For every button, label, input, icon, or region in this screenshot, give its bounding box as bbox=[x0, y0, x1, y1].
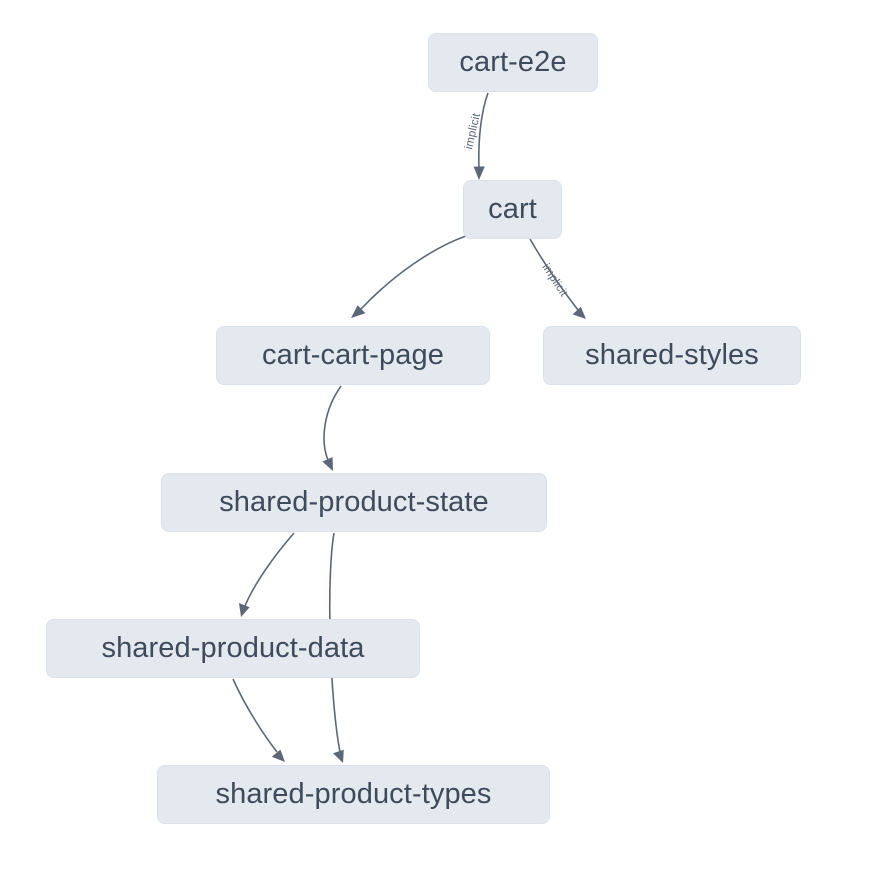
edge-shared-product-state-to-shared-product-data[interactable] bbox=[239, 532, 295, 617]
arrowhead-icon bbox=[239, 603, 250, 617]
edge-path bbox=[529, 238, 579, 311]
arrowhead-icon bbox=[351, 305, 366, 318]
graph-node-cart-cart-page[interactable]: cart-cart-page bbox=[216, 326, 490, 385]
node-label: shared-styles bbox=[585, 339, 759, 371]
arrowhead-icon bbox=[322, 457, 333, 471]
edge-cart-to-cart-cart-page[interactable] bbox=[351, 235, 467, 318]
graph-node-shared-product-state[interactable]: shared-product-state bbox=[161, 473, 547, 532]
node-label: shared-product-state bbox=[219, 486, 489, 518]
arrowhead-icon bbox=[572, 306, 586, 319]
node-label: shared-product-data bbox=[101, 632, 365, 664]
edge-cart-to-shared-styles[interactable]: implicit bbox=[529, 238, 586, 319]
edge-path bbox=[359, 235, 467, 311]
edge-cart-cart-page-to-shared-product-state[interactable] bbox=[322, 385, 342, 471]
arrowhead-icon bbox=[333, 749, 344, 763]
graph-node-shared-product-types[interactable]: shared-product-types bbox=[157, 765, 550, 824]
node-label: cart bbox=[488, 193, 537, 225]
node-label: cart-cart-page bbox=[262, 339, 444, 371]
node-label: shared-product-types bbox=[215, 778, 492, 810]
edge-path bbox=[232, 678, 278, 753]
edge-cart-e2e-to-cart[interactable]: implicit bbox=[463, 92, 489, 180]
edge-path bbox=[244, 532, 295, 607]
edge-path bbox=[323, 385, 342, 461]
node-label: cart-e2e bbox=[459, 46, 567, 78]
arrowhead-icon bbox=[271, 749, 285, 762]
graph-node-cart-e2e[interactable]: cart-e2e bbox=[428, 33, 598, 92]
edge-shared-product-data-to-shared-product-types[interactable] bbox=[232, 678, 285, 762]
edge-path bbox=[478, 92, 489, 169]
edge-label-implicit: implicit bbox=[539, 262, 569, 300]
graph-node-shared-styles[interactable]: shared-styles bbox=[543, 326, 801, 385]
arrowhead-icon bbox=[473, 166, 485, 180]
graph-node-shared-product-data[interactable]: shared-product-data bbox=[46, 619, 420, 678]
graph-node-cart[interactable]: cart bbox=[463, 180, 562, 239]
